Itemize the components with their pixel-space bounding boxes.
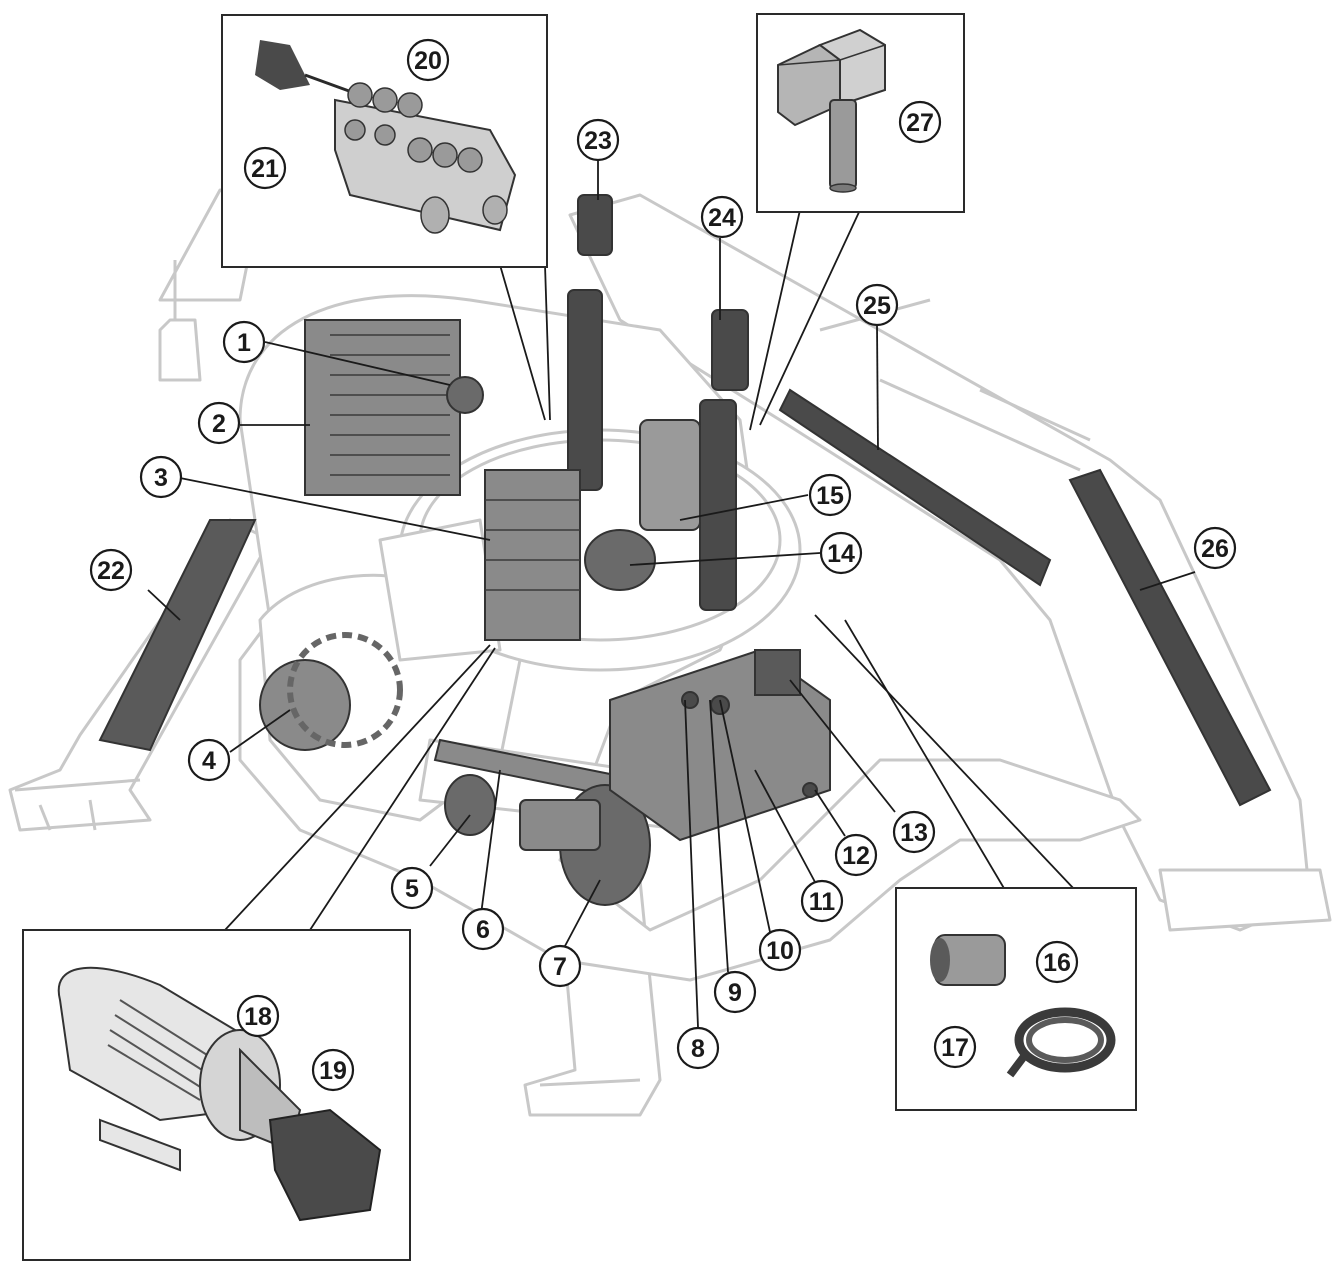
callout-27: 27 <box>898 100 942 144</box>
callout-21: 21 <box>243 146 287 190</box>
svg-text:13: 13 <box>900 819 928 847</box>
callout-9: 9 <box>713 970 757 1014</box>
callout-10: 10 <box>758 928 802 972</box>
callout-11: 11 <box>800 879 844 923</box>
pump-13 <box>754 649 801 696</box>
svg-text:23: 23 <box>584 127 612 155</box>
motor-15 <box>639 419 701 531</box>
cylinder-25 <box>778 388 1052 587</box>
pulley-5 <box>444 774 496 836</box>
callout-6: 6 <box>461 907 505 951</box>
callout-1: 1 <box>222 320 266 364</box>
callout-15: 15 <box>808 473 852 517</box>
svg-text:12: 12 <box>842 842 870 870</box>
cylinder-22 <box>98 519 257 752</box>
callout-22: 22 <box>89 548 133 592</box>
svg-text:25: 25 <box>863 292 891 320</box>
svg-text:8: 8 <box>691 1035 705 1063</box>
callout-20: 20 <box>406 38 450 82</box>
callout-16: 16 <box>1035 940 1079 984</box>
callout-2: 2 <box>197 401 241 445</box>
svg-text:11: 11 <box>809 888 836 916</box>
travel-motor-4 <box>259 659 351 751</box>
svg-text:2: 2 <box>212 410 226 438</box>
inset-pump-hose <box>895 887 1137 1111</box>
svg-text:14: 14 <box>827 540 855 568</box>
inset-valve-block <box>221 14 548 268</box>
svg-text:19: 19 <box>319 1057 347 1085</box>
svg-text:10: 10 <box>766 937 794 965</box>
svg-text:3: 3 <box>154 464 168 492</box>
svg-text:26: 26 <box>1201 535 1229 563</box>
svg-text:15: 15 <box>816 482 844 510</box>
svg-text:1: 1 <box>237 329 251 357</box>
callout-12: 12 <box>834 833 878 877</box>
valve-bank-3 <box>484 469 581 641</box>
callout-8: 8 <box>676 1026 720 1070</box>
callout-23: 23 <box>576 118 620 162</box>
callouts: 1 2 3 4 5 6 7 8 9 10 11 12 13 14 15 16 1… <box>89 38 1237 1092</box>
svg-text:4: 4 <box>202 747 216 775</box>
svg-text:7: 7 <box>553 953 567 981</box>
cylinder-23 <box>567 289 603 491</box>
callout-4: 4 <box>187 738 231 782</box>
cylinder-24 <box>699 399 737 611</box>
callout-26: 26 <box>1193 526 1237 570</box>
svg-text:6: 6 <box>476 916 490 944</box>
callout-18: 18 <box>236 994 280 1038</box>
svg-text:22: 22 <box>97 557 125 585</box>
svg-text:21: 21 <box>251 155 279 183</box>
callout-5: 5 <box>390 866 434 910</box>
callout-24: 24 <box>700 195 744 239</box>
svg-text:17: 17 <box>941 1034 969 1062</box>
highlighted-components <box>98 194 1272 906</box>
callout-13: 13 <box>892 810 936 854</box>
accumulator-1 <box>446 376 484 414</box>
callout-19: 19 <box>311 1048 355 1092</box>
callout-14: 14 <box>819 531 863 575</box>
svg-text:27: 27 <box>906 109 934 137</box>
cylinder-26 <box>1068 468 1272 807</box>
oil-cooler-2 <box>304 319 461 496</box>
inset-electric-motor <box>22 929 411 1261</box>
callout-17: 17 <box>933 1025 977 1069</box>
callout-25: 25 <box>855 283 899 327</box>
svg-text:24: 24 <box>708 204 736 232</box>
svg-text:18: 18 <box>244 1003 272 1031</box>
callout-3: 3 <box>139 455 183 499</box>
callout-7: 7 <box>538 944 582 988</box>
svg-text:16: 16 <box>1043 949 1071 977</box>
drum-14 <box>584 529 656 591</box>
svg-text:9: 9 <box>728 979 742 1007</box>
svg-text:20: 20 <box>414 47 442 75</box>
svg-text:5: 5 <box>405 875 419 903</box>
